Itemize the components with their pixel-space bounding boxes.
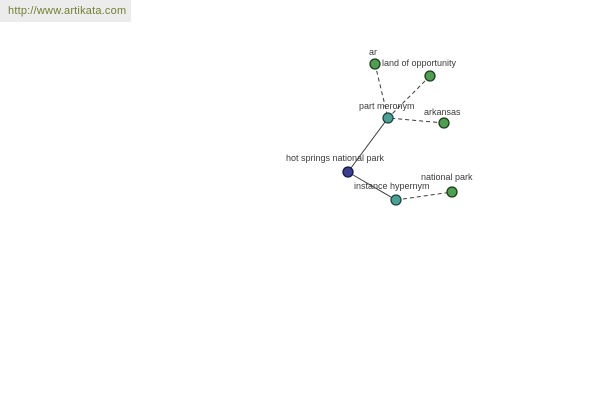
graph-node-label-ar: ar: [369, 47, 377, 57]
graph-edge-hot-springs-national-park-instance-hypernym: [347, 171, 397, 201]
graph-node-label-arkansas: arkansas: [424, 107, 461, 117]
graph-edge-arkansas-part-meronym: [387, 117, 445, 124]
graph-node-part-meronym[interactable]: [382, 112, 394, 124]
graph-node-national-park[interactable]: [446, 186, 458, 198]
graph-node-label-part-meronym: part meronym: [359, 101, 415, 111]
graph-node-label-hot-springs-national-park: hot springs national park: [286, 153, 385, 163]
graph-node-label-instance-hypernym: instance hypernym: [354, 181, 430, 191]
address-bar: http://www.artikata.com: [0, 0, 131, 22]
graph-edge-part-meronym-hot-springs-national-park: [347, 117, 389, 173]
graph-edge-instance-hypernym-national-park: [395, 191, 453, 201]
address-bar-url: http://www.artikata.com: [8, 5, 127, 17]
graph-node-instance-hypernym[interactable]: [390, 194, 402, 206]
graph-node-hot-springs-national-park[interactable]: [342, 166, 354, 178]
graph-edge-land-of-opportunity-part-meronym: [387, 75, 431, 119]
graph-node-ar[interactable]: [369, 58, 381, 70]
graph-node-arkansas[interactable]: [438, 117, 450, 129]
graph-node-label-land-of-opportunity: land of opportunity: [382, 58, 457, 68]
graph-node-land-of-opportunity[interactable]: [424, 70, 436, 82]
graph-node-label-national-park: national park: [421, 172, 473, 182]
graph-edge-ar-part-meronym: [374, 63, 389, 119]
